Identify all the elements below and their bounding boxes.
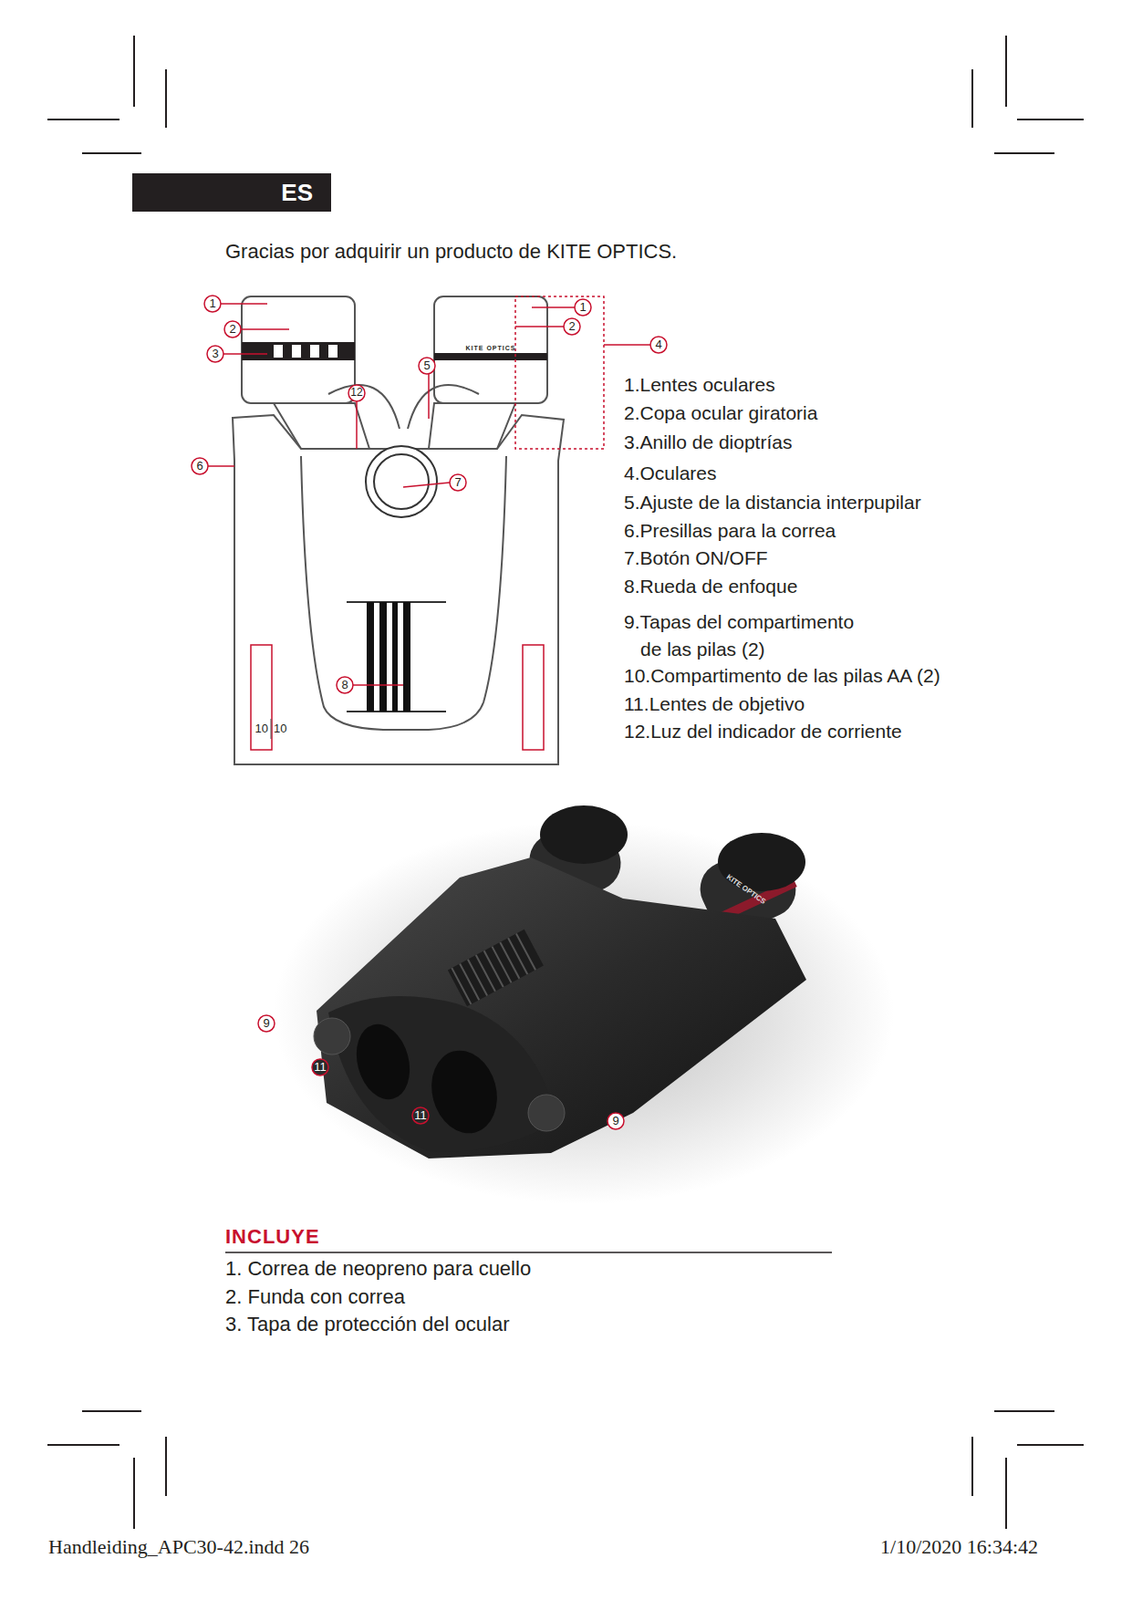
callout-number: 1 xyxy=(579,301,586,315)
callout-number: 9 xyxy=(612,1114,619,1129)
callout-number: 6 xyxy=(196,459,203,474)
print-slug: 1/10/2020 16:34:42 xyxy=(880,1535,1039,1558)
part-name: 3.Anillo de dioptrías xyxy=(623,431,792,454)
part-name: 2.Copa ocular giratoria xyxy=(623,402,818,425)
part-name: 1.Lentes oculares xyxy=(623,373,776,396)
callout-number: 7 xyxy=(454,476,461,490)
part-name: 11.Lentes de objetivo xyxy=(623,693,805,716)
callout-number: 5 xyxy=(423,359,430,374)
part-name: 9.Tapas del compartimento de las pilas (… xyxy=(623,608,873,665)
list-item: 2. Funda con correa xyxy=(225,1285,406,1309)
callout-number: 10 xyxy=(273,722,287,737)
callout-number: 2 xyxy=(568,320,575,334)
language-band: ES xyxy=(132,173,332,212)
print-slug: Handleiding_APC30-42.indd 26 xyxy=(48,1535,310,1558)
language-code: ES xyxy=(280,178,313,208)
callout-number: 9 xyxy=(262,1017,270,1031)
callout-number: 2 xyxy=(228,322,236,337)
callout-number: 3 xyxy=(211,347,219,362)
callout-number: 11 xyxy=(414,1109,427,1123)
part-name: 8.Rueda de enfoque xyxy=(623,575,798,598)
section-heading: INCLUYE xyxy=(225,1225,321,1248)
part-name: 6.Presillas para la correa xyxy=(623,519,836,542)
callout-number: 1 xyxy=(208,297,216,312)
part-name: 4.Oculares xyxy=(623,462,717,485)
callout-number: 10 xyxy=(255,722,269,737)
intro-text: Gracias por adquirir un producto de KITE… xyxy=(225,239,677,263)
part-name: 7.Botón ON/OFF xyxy=(623,547,769,570)
callout-number: 12 xyxy=(350,386,363,400)
part-name: 12.Luz del indicador de corriente xyxy=(623,720,903,743)
part-name: 10.Compartimento de las pilas AA (2) xyxy=(623,664,941,687)
brand-mark: KITE OPTICS xyxy=(466,344,517,353)
part-name: 5.Ajuste de la distancia interpupilar xyxy=(623,491,922,514)
callout-number: 8 xyxy=(341,678,348,693)
callout-number: 4 xyxy=(654,338,662,353)
list-item: 3. Tapa de protección del ocular xyxy=(225,1312,509,1336)
callout-number: 11 xyxy=(313,1060,327,1075)
list-item: 1. Correa de neopreno para cuello xyxy=(225,1256,531,1280)
